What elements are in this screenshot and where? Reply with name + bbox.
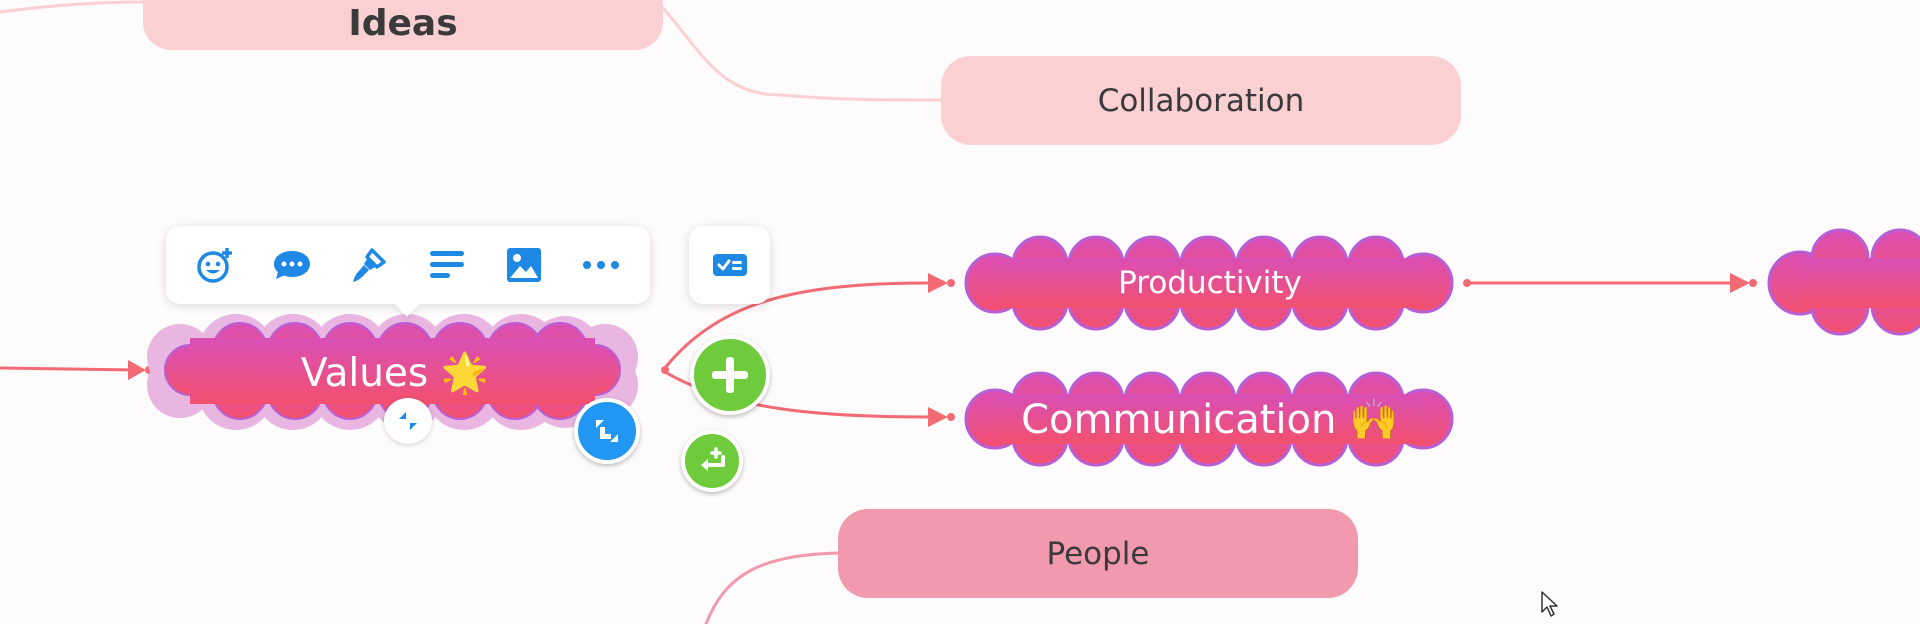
add-child-button[interactable]: [690, 335, 770, 415]
productivity-node-label: Productivity: [1118, 265, 1302, 301]
emoji-add-button[interactable]: [187, 237, 243, 293]
add-child-icon: [712, 357, 748, 393]
image-button[interactable]: [496, 237, 552, 293]
connector-dot: [1749, 279, 1757, 287]
productivity-node-shape: [964, 235, 1454, 331]
style-brush-button[interactable]: [341, 237, 397, 293]
connector-ideas-left: [0, 0, 145, 14]
pointer-cursor: [1541, 591, 1558, 617]
connector-people: [704, 551, 840, 624]
arrowhead-into-values: [128, 360, 146, 380]
connector-dot: [947, 413, 955, 421]
connector-dot: [947, 279, 955, 287]
text-format-button[interactable]: [419, 237, 475, 293]
values-node-shape: [147, 314, 638, 430]
more-icon: [583, 261, 620, 269]
text-align-icon: [429, 251, 464, 278]
image-icon: [506, 248, 541, 282]
emoji-add-icon: [196, 248, 232, 283]
expand-icon: [596, 420, 618, 442]
communication-node-shape: [964, 371, 1454, 467]
node-toolbar: [166, 226, 650, 304]
task-icon: [712, 254, 747, 276]
connector-values-productivity: [663, 281, 932, 370]
communication-node-label: Communication 🙌: [1021, 396, 1399, 443]
ideas-node-label: Ideas: [348, 2, 458, 44]
productivity-node[interactable]: Productivity: [970, 255, 1450, 311]
people-node[interactable]: People: [838, 509, 1358, 598]
arrowhead-communication: [928, 407, 948, 427]
connector-dot: [1463, 279, 1471, 287]
connector-dot: [661, 366, 669, 374]
collapse-icon: [399, 412, 417, 430]
communication-node[interactable]: Communication 🙌: [970, 389, 1450, 449]
comment-icon: [273, 251, 310, 279]
task-button[interactable]: [689, 226, 770, 304]
comment-button[interactable]: [264, 237, 320, 293]
values-node-label: Values 🌟: [300, 351, 490, 396]
collapse-button[interactable]: [384, 398, 432, 444]
expand-button[interactable]: [574, 398, 640, 464]
arrowhead-productivity: [928, 273, 948, 293]
connector-collaboration: [661, 6, 943, 102]
people-node-label: People: [1046, 535, 1150, 572]
values-node[interactable]: Values 🌟: [160, 338, 630, 408]
more-button[interactable]: [573, 237, 629, 293]
collaboration-node[interactable]: Collaboration: [941, 56, 1461, 145]
add-sibling-button[interactable]: [681, 430, 743, 492]
ideas-node[interactable]: Ideas: [143, 0, 663, 50]
add-sibling-icon: [701, 447, 725, 471]
connector-into-values: [0, 366, 142, 372]
arrowhead-right: [1730, 273, 1750, 293]
offscreen-node-shape: [1767, 228, 1920, 336]
brush-icon: [353, 248, 387, 282]
collaboration-node-label: Collaboration: [1097, 82, 1305, 119]
